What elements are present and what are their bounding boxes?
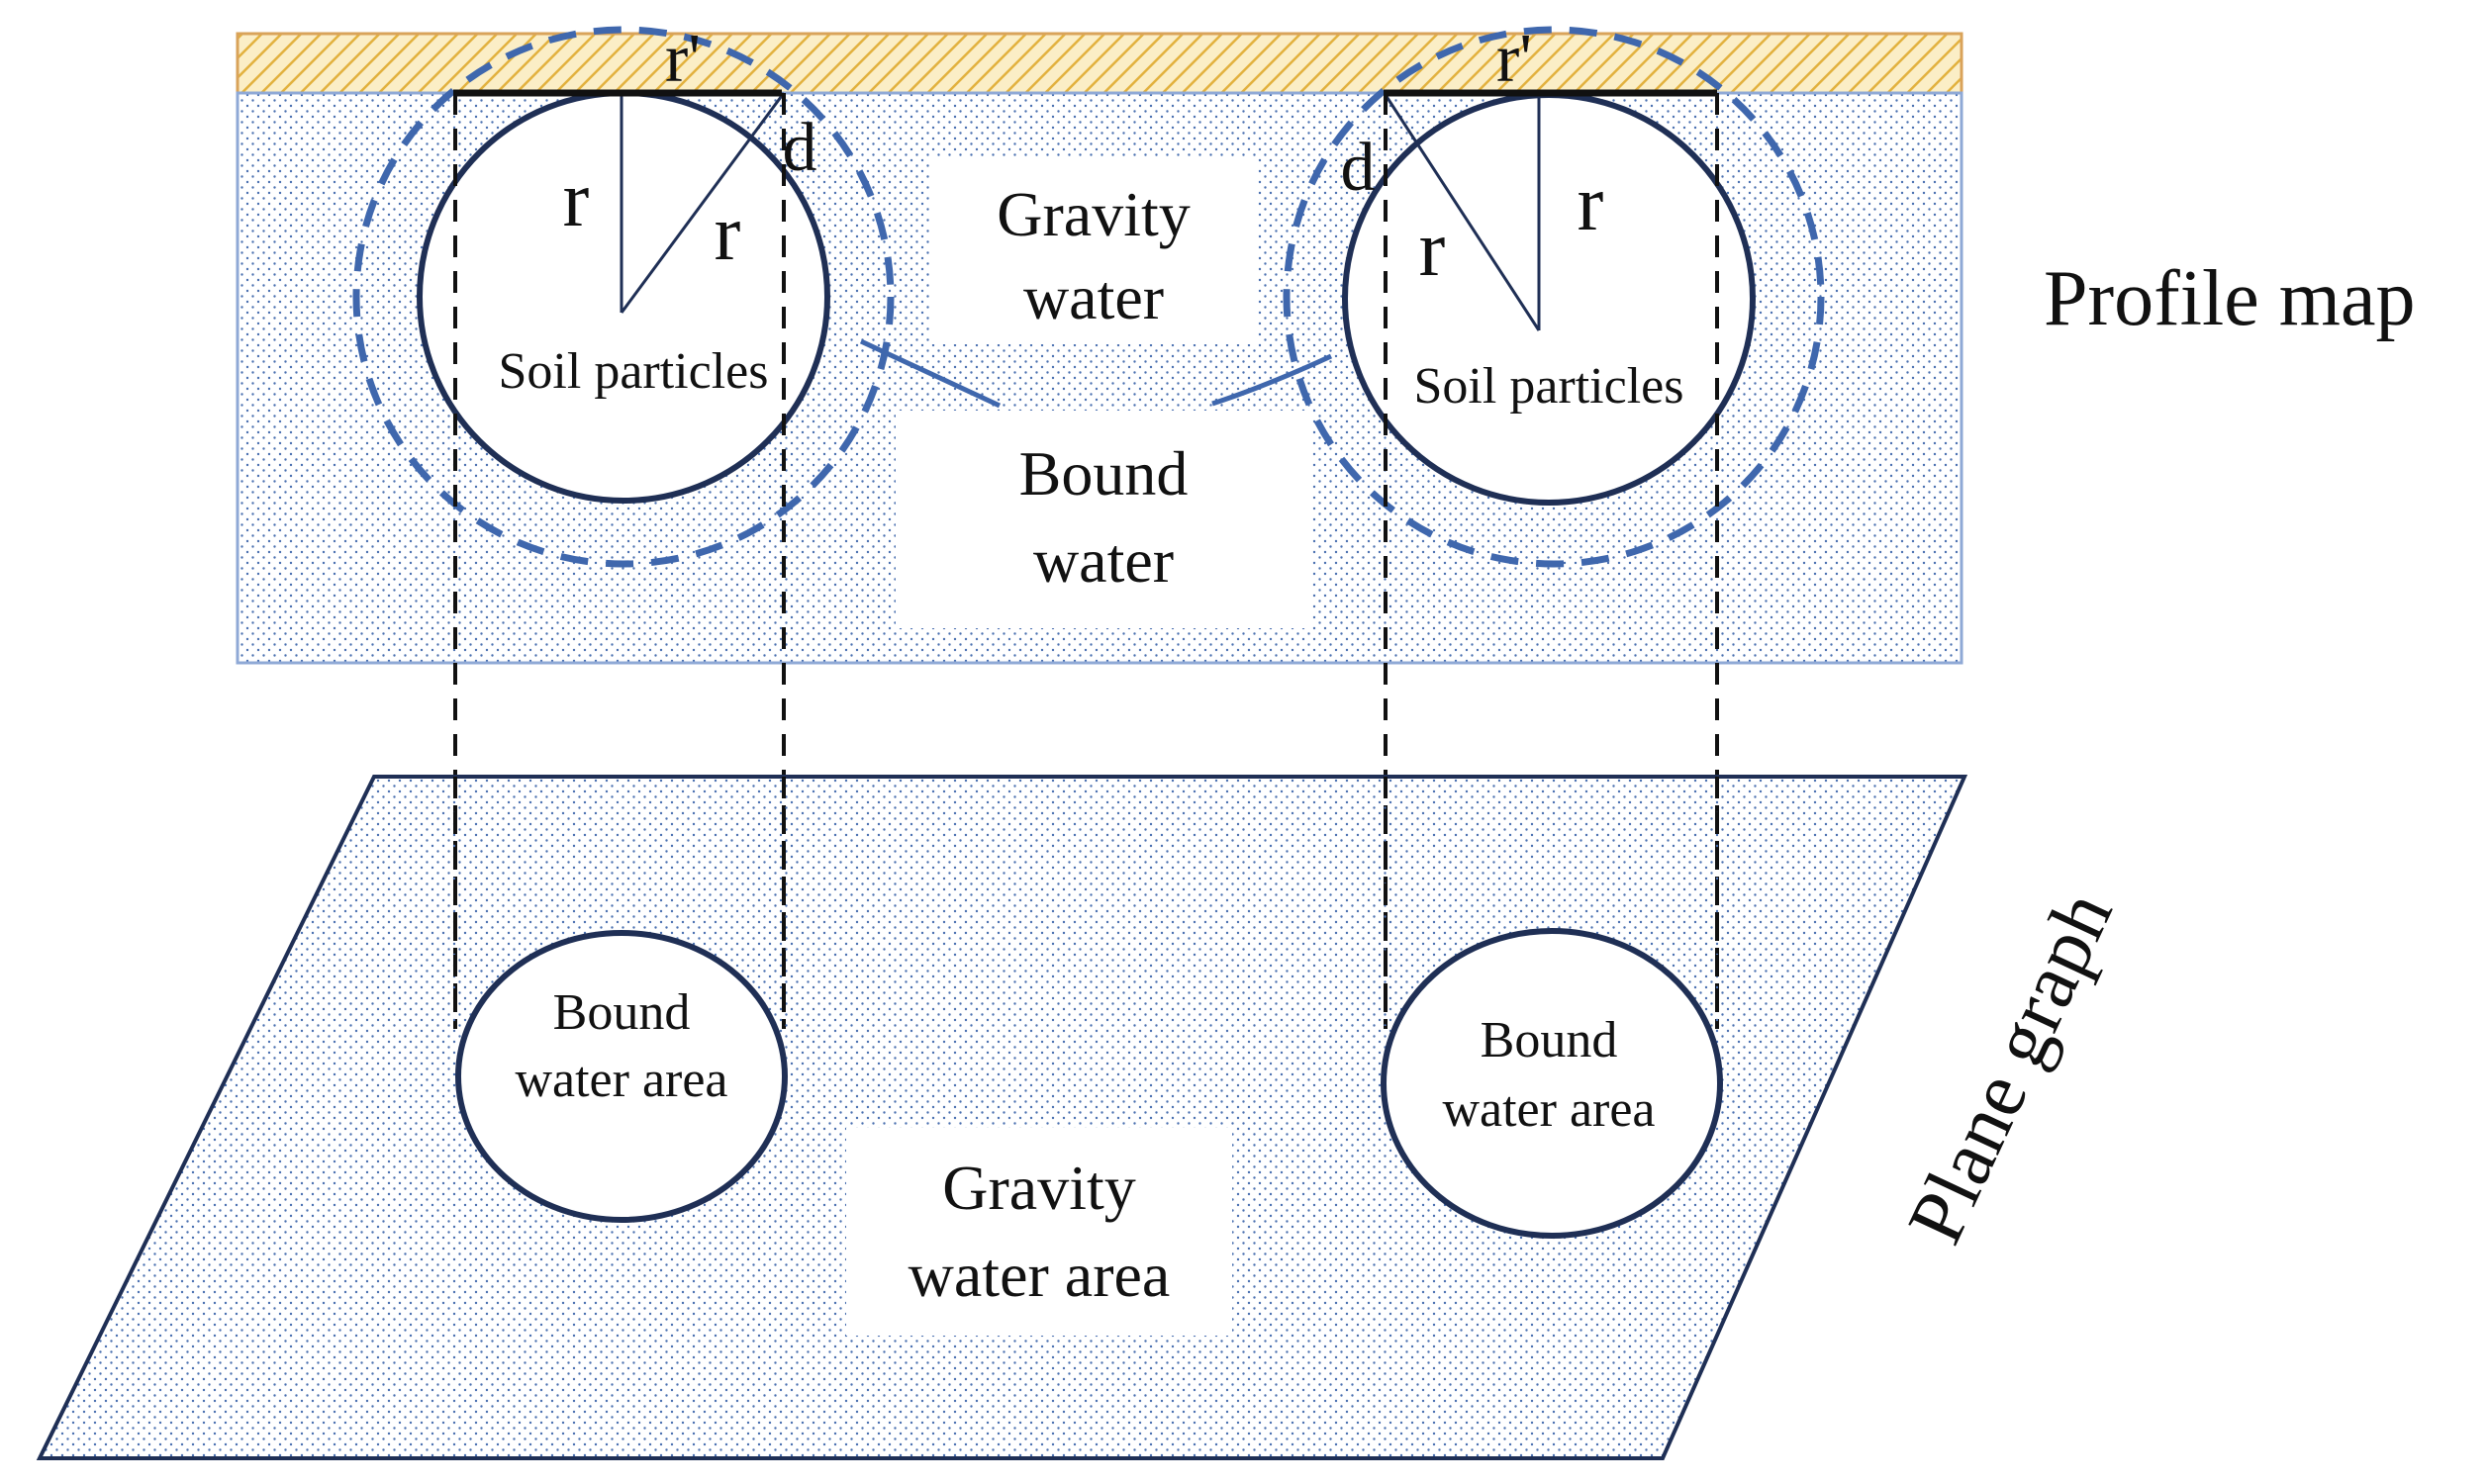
right-bound-water-area-line2: water area [1442,1081,1655,1138]
left-radius-diagonal [620,92,786,314]
gravity-water-area-label-box [846,1128,1232,1336]
left-bound-water-area-line2: water area [515,1052,727,1108]
plane-graph-title: Plane graph [1891,879,2129,1255]
left-bound-water-area-line1: Bound [553,984,691,1041]
right-radius-top-label: r' [1496,21,1532,97]
gravity-water-area-line2: water area [909,1240,1171,1310]
right-soil-particle [1342,92,1756,506]
gravity-water-label-line2: water [1023,262,1164,332]
left-soil-particle-group: r' d r r Soil particles [352,21,895,1029]
bound-water-pointer-left [859,338,1002,409]
soil-surface-strip [236,32,1963,95]
right-bound-water-area-line1: Bound [1481,1012,1618,1068]
left-radius-top-label: r' [665,21,701,97]
left-radius-label-b: r [715,190,741,277]
right-soil-particle-group: r' d r r Soil particles [1283,21,1825,1029]
gravity-water-label-line1: Gravity [997,179,1191,249]
bound-water-label-line2: water [1033,525,1174,596]
gravity-water-area-line1: Gravity [942,1153,1136,1223]
left-particle-label: Soil particles [499,343,769,400]
right-radius-diagonal [1384,94,1541,331]
profile-map: r' d r r Soil particles r' d r r Soil pa… [236,21,2415,1029]
right-particle-label: Soil particles [1414,358,1684,415]
plane-graph: Bound water area Bound water area Gravit… [36,775,2130,1460]
right-bound-water-shell [1283,26,1825,568]
right-radius-label-b: r [1578,160,1604,247]
gravity-water-label-box [930,156,1257,344]
right-thickness-label: d [1341,130,1376,206]
left-radius-label-a: r [563,156,590,243]
left-bound-water-area [455,930,788,1223]
right-radius-label-a: r [1419,206,1446,293]
right-bound-water-area [1381,928,1723,1239]
left-thickness-label: d [783,110,817,186]
profile-map-title: Profile map [2044,255,2415,342]
bound-water-label-line1: Bound [1019,438,1189,509]
bound-water-label-box [896,411,1311,628]
left-bound-water-shell [352,26,895,568]
bound-water-pointer-right [1211,353,1333,407]
left-soil-particle [417,90,830,504]
